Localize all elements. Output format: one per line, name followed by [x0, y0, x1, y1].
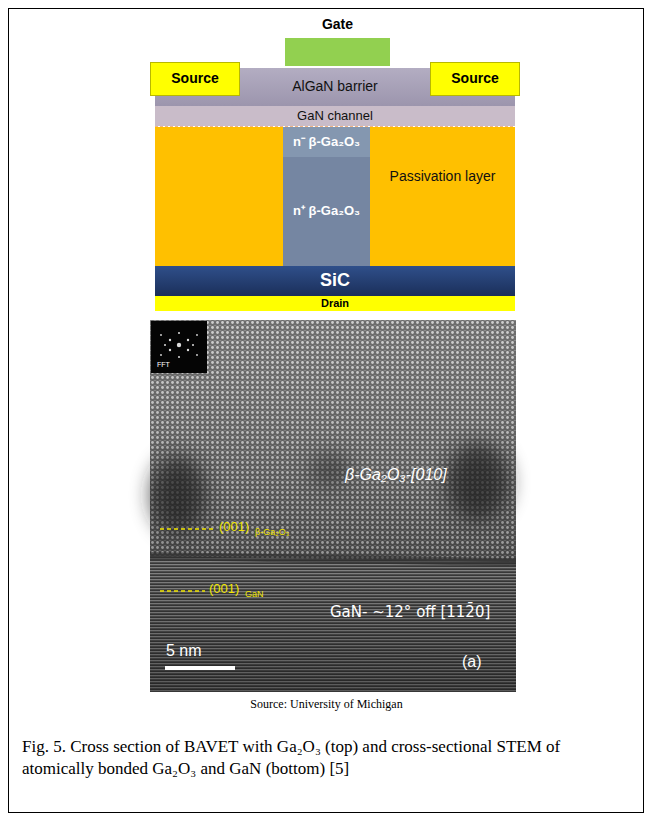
- layer-label: GaN channel: [297, 109, 373, 123]
- layer-label: n⁻ β-Ga₂O₃: [293, 135, 360, 149]
- gate-electrode: Gate: [285, 38, 390, 66]
- drift-layer: n⁻ β-Ga₂O₃: [283, 127, 370, 157]
- figure-caption: Fig. 5. Cross section of BAVET with Ga₂O…: [22, 736, 634, 780]
- crystal-label: β-Ga₂O₃-[010]: [345, 466, 447, 484]
- source-contact: Source: [430, 62, 520, 96]
- layer-label: SiC: [320, 271, 350, 291]
- layer-label: Source: [171, 71, 218, 86]
- plane-label: (001): [209, 582, 239, 596]
- crystal-label: GaN- ~12° off [112̄0]: [330, 604, 490, 621]
- layer-label: AlGaN barrier: [292, 79, 378, 94]
- layer-label: Drain: [321, 297, 349, 309]
- panel-letter: (a): [462, 653, 482, 671]
- substrate-layer: n⁺ β-Ga₂O₃: [283, 157, 370, 266]
- plane-subscript: GaN: [245, 590, 264, 600]
- scale-label: 5 nm: [166, 642, 202, 660]
- plane-subscript: β-Ga₂O₃: [255, 528, 289, 538]
- layer-label: Source: [451, 71, 498, 86]
- inset-label: FFT: [157, 361, 170, 369]
- drain-contact: Drain: [155, 296, 515, 311]
- source-credit: Source: University of Michigan: [0, 698, 653, 711]
- channel-layer: GaN channel: [155, 106, 515, 126]
- layer-label: Passivation layer: [390, 169, 496, 184]
- substrate-band: SiC: [155, 266, 515, 296]
- plane-label: (001): [219, 520, 249, 534]
- source-contact: Source: [150, 62, 240, 96]
- layer-label: Gate: [285, 17, 390, 32]
- passivation-layer: Passivation layer: [370, 127, 515, 266]
- layer-label: n⁺ β-Ga₂O₃: [293, 204, 360, 218]
- passivation-fill: [155, 127, 283, 266]
